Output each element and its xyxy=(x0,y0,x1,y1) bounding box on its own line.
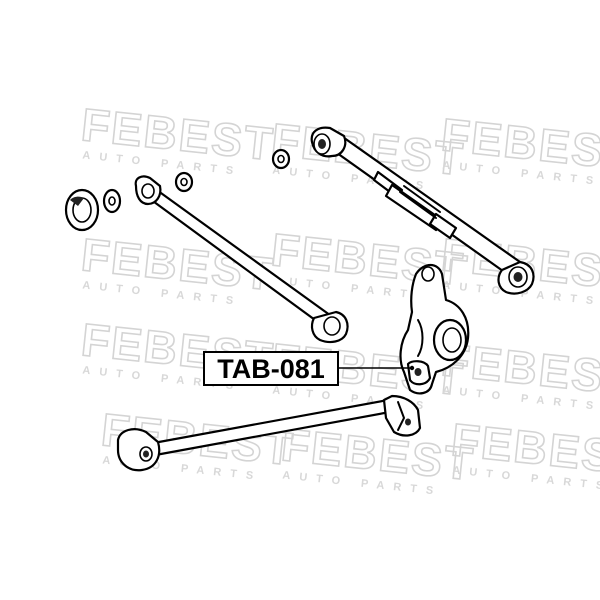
callout-dot xyxy=(409,365,415,371)
part-number-text: TAB-081 xyxy=(217,354,325,384)
upper-lateral-link xyxy=(310,126,535,295)
washer-mid xyxy=(174,171,194,193)
part-number-label: TAB-081 xyxy=(203,351,339,386)
washer-left xyxy=(102,188,122,214)
lower-lateral-arm xyxy=(116,394,422,472)
washer-upper xyxy=(271,148,291,170)
bushing-large xyxy=(64,188,100,232)
trailing-arm xyxy=(134,175,349,344)
